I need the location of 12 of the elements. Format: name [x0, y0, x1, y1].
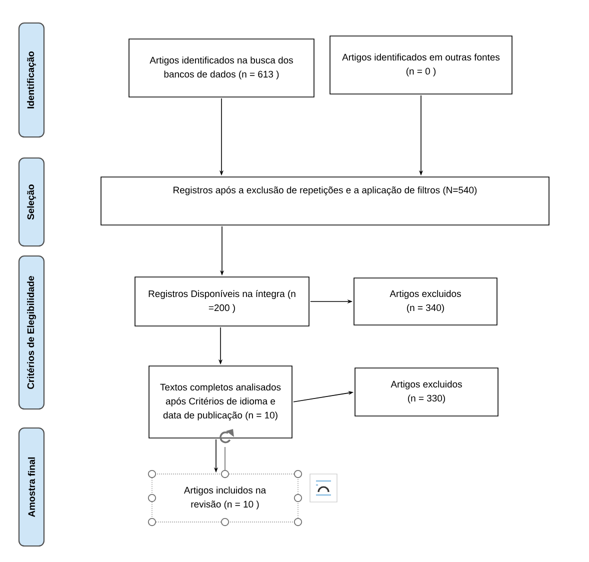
process-box: Textos completos analisados após Critérios de idioma e data de publicação (n = 10) [148, 366, 292, 438]
phase-label: Critérios de Elegibilidade [18, 255, 45, 410]
phase-label: Amostra final [18, 427, 45, 547]
process-box: Artigos excluidos (n = 340) [354, 278, 498, 326]
process-box: Registros Disponíveis na íntegra (n =200 ) [134, 276, 310, 326]
phase-label: Seleção [18, 157, 45, 247]
phase-label: Identificação [18, 22, 45, 138]
process-box: Artigos identificados em outras fontes (n = 0 ) [330, 36, 512, 94]
process-box: Registros após a exclusão de repetições e a aplicação de filtros (N=540) [100, 176, 550, 226]
process-box: Artigos identificados na busca dos bancos de dados (n = 613 ) [128, 38, 314, 98]
selected-box: Artigos incluidos na revisão (n = 10 ) [152, 474, 298, 522]
process-box: Artigos excluidos (n = 330) [354, 368, 498, 416]
